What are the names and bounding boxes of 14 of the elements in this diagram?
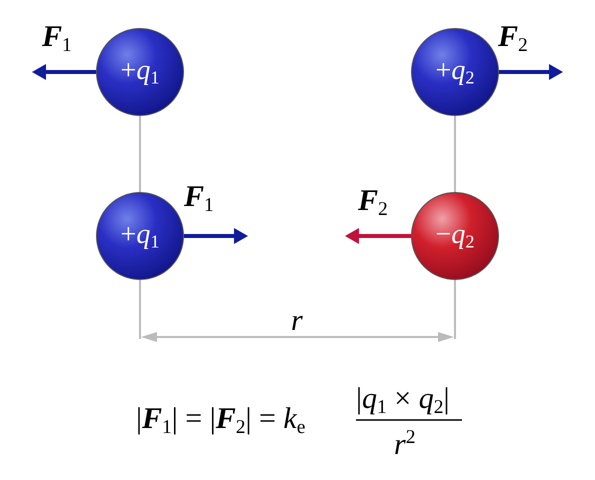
distance-label: r [291, 306, 303, 336]
charge-sphere: +q$_{1}$ [96, 28, 184, 116]
charge-sphere: +q$_{1}$ [96, 192, 184, 280]
connector-line [454, 116, 456, 192]
charge-sphere: −q$_{2}$ [411, 192, 499, 280]
force-label: F$_{2}$ [358, 186, 388, 220]
formula-text: |F$_{1}$| = |F$_{2}$| = k$_{e}$ [136, 404, 306, 438]
numerator-text: |q$_{1}$ × q$_{2}$| [356, 384, 450, 418]
force-label: F$_{1}$ [42, 22, 72, 56]
denominator-text: r$^{2}$ [394, 428, 416, 460]
charge-sphere: +q$_{2}$ [411, 28, 499, 116]
connector-line [139, 116, 141, 192]
force-label: F$_{1}$ [184, 182, 214, 216]
force-label: F$_{2}$ [498, 22, 528, 56]
